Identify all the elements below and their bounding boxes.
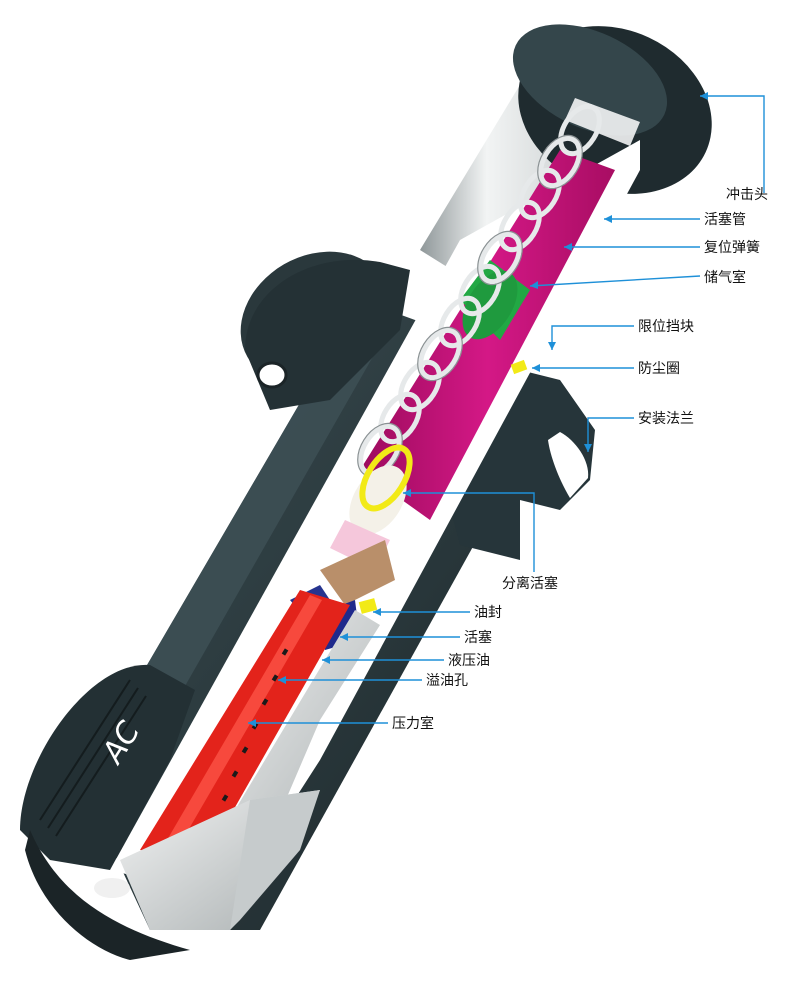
- label-wiper-seal: 防尘圈: [638, 361, 680, 377]
- leader-arrowhead: [604, 215, 612, 223]
- label-mounting-flange: 安装法兰: [638, 411, 694, 427]
- label-oil-seal: 油封: [474, 605, 502, 621]
- cutaway-section: [110, 103, 640, 930]
- flange-bolt-hole: [256, 361, 288, 389]
- leader-arrowhead: [403, 489, 411, 497]
- label-separator-piston: 分离活塞: [502, 575, 558, 592]
- leader-arrowhead: [530, 281, 538, 289]
- leader-accumulator: [529, 275, 701, 287]
- leader-arrowhead: [278, 676, 286, 684]
- label-pressure-chamber: 压力室: [392, 715, 434, 732]
- leader-stop-collar: [551, 325, 634, 350]
- oil-seal-part: [358, 598, 378, 614]
- label-stop-collar: 限位挡块: [638, 319, 694, 335]
- leader-arrowhead: [248, 719, 256, 727]
- leader-arrowhead: [532, 364, 540, 372]
- leader-separator-piston: [403, 492, 535, 572]
- return-spring-part: [358, 103, 602, 477]
- label-impact-head: 冲击头: [726, 187, 768, 203]
- label-orifice: 溢油孔: [426, 673, 468, 689]
- leader-arrowhead: [564, 243, 572, 251]
- leader-arrowhead: [584, 444, 592, 452]
- hydraulic-oil-part: [205, 610, 380, 860]
- leader-mounting-flange: [587, 417, 634, 452]
- end-cap: AC: [20, 664, 195, 960]
- label-return-spring: 复位弹簧: [704, 239, 760, 256]
- leader-arrowhead: [373, 608, 381, 616]
- leader-arrowhead: [548, 342, 556, 350]
- label-piston: 活塞: [464, 629, 492, 646]
- label-piston-tube: 活塞管: [704, 211, 746, 228]
- label-hydraulic-oil: 液压油: [448, 653, 490, 669]
- label-accumulator: 储气室: [704, 269, 746, 286]
- leader-arrowhead: [322, 656, 330, 664]
- leader-arrowhead: [700, 92, 708, 100]
- callout-labels: 冲击头 活塞管 复位弹簧 储气室 限位挡块 防尘圈 安装法兰 分离活塞 油封 活…: [392, 187, 768, 732]
- leader-arrowhead: [340, 633, 348, 641]
- leader-impact-head: [700, 95, 765, 193]
- leader-lines: [248, 92, 765, 727]
